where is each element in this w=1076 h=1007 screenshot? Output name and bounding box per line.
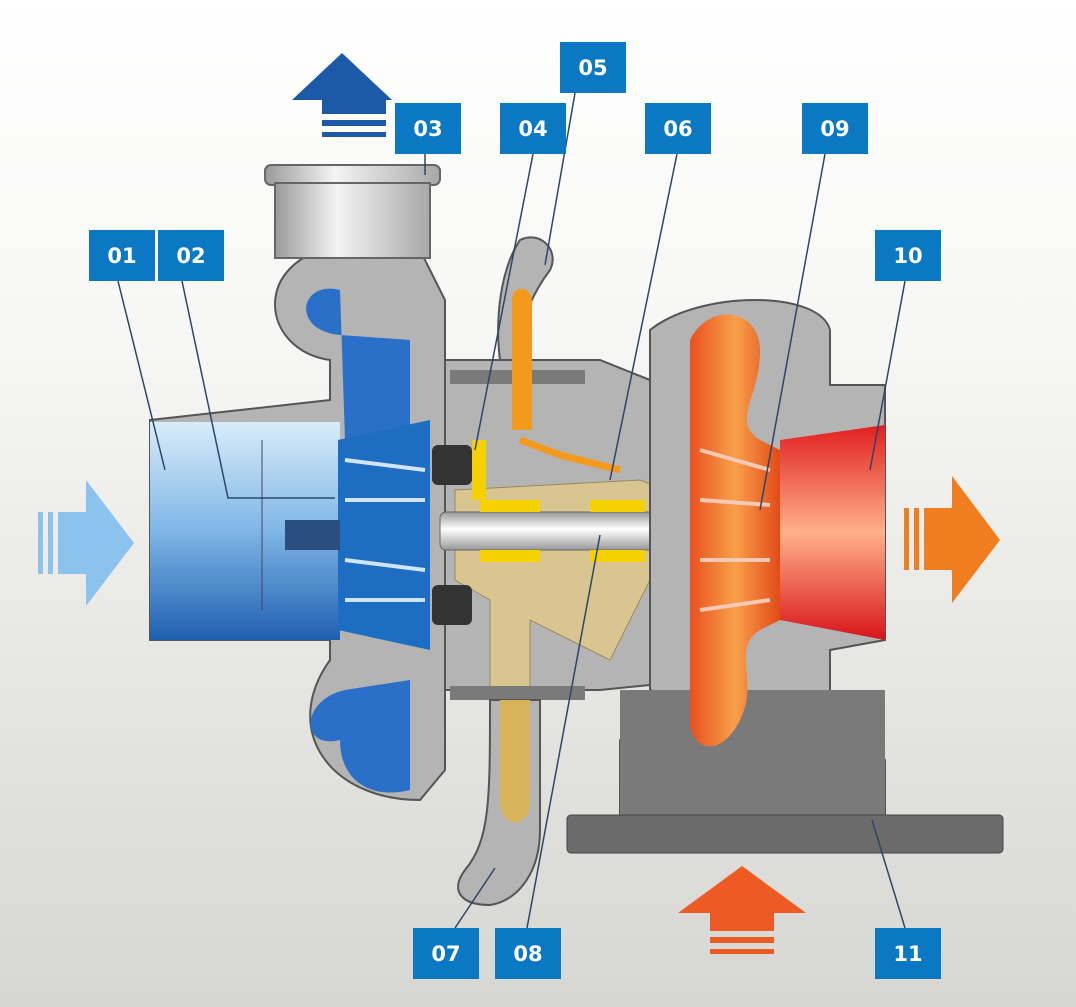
label-07: 07 (413, 928, 479, 979)
label-11: 11 (875, 928, 941, 979)
exhaust-outlet-arrow (904, 476, 1000, 603)
label-05: 05 (560, 42, 626, 93)
turbine-wheel (690, 314, 780, 747)
exhaust-inlet-arrow (678, 866, 806, 954)
oil-inlet-pipe (497, 236, 621, 474)
label-02: 02 (158, 230, 224, 281)
compressor-wheel (285, 420, 430, 650)
label-03: 03 (395, 103, 461, 154)
shaft-and-bearings (432, 440, 691, 625)
label-04: 04 (500, 103, 566, 154)
label-06: 06 (645, 103, 711, 154)
oil-drain-pipe (457, 699, 541, 907)
compressed-air-outlet-arrow (292, 53, 392, 137)
label-09: 09 (802, 103, 868, 154)
leader-lines (117, 92, 906, 929)
label-01: 01 (89, 230, 155, 281)
label-08: 08 (495, 928, 561, 979)
label-10: 10 (875, 230, 941, 281)
air-inlet-arrow (38, 480, 134, 606)
